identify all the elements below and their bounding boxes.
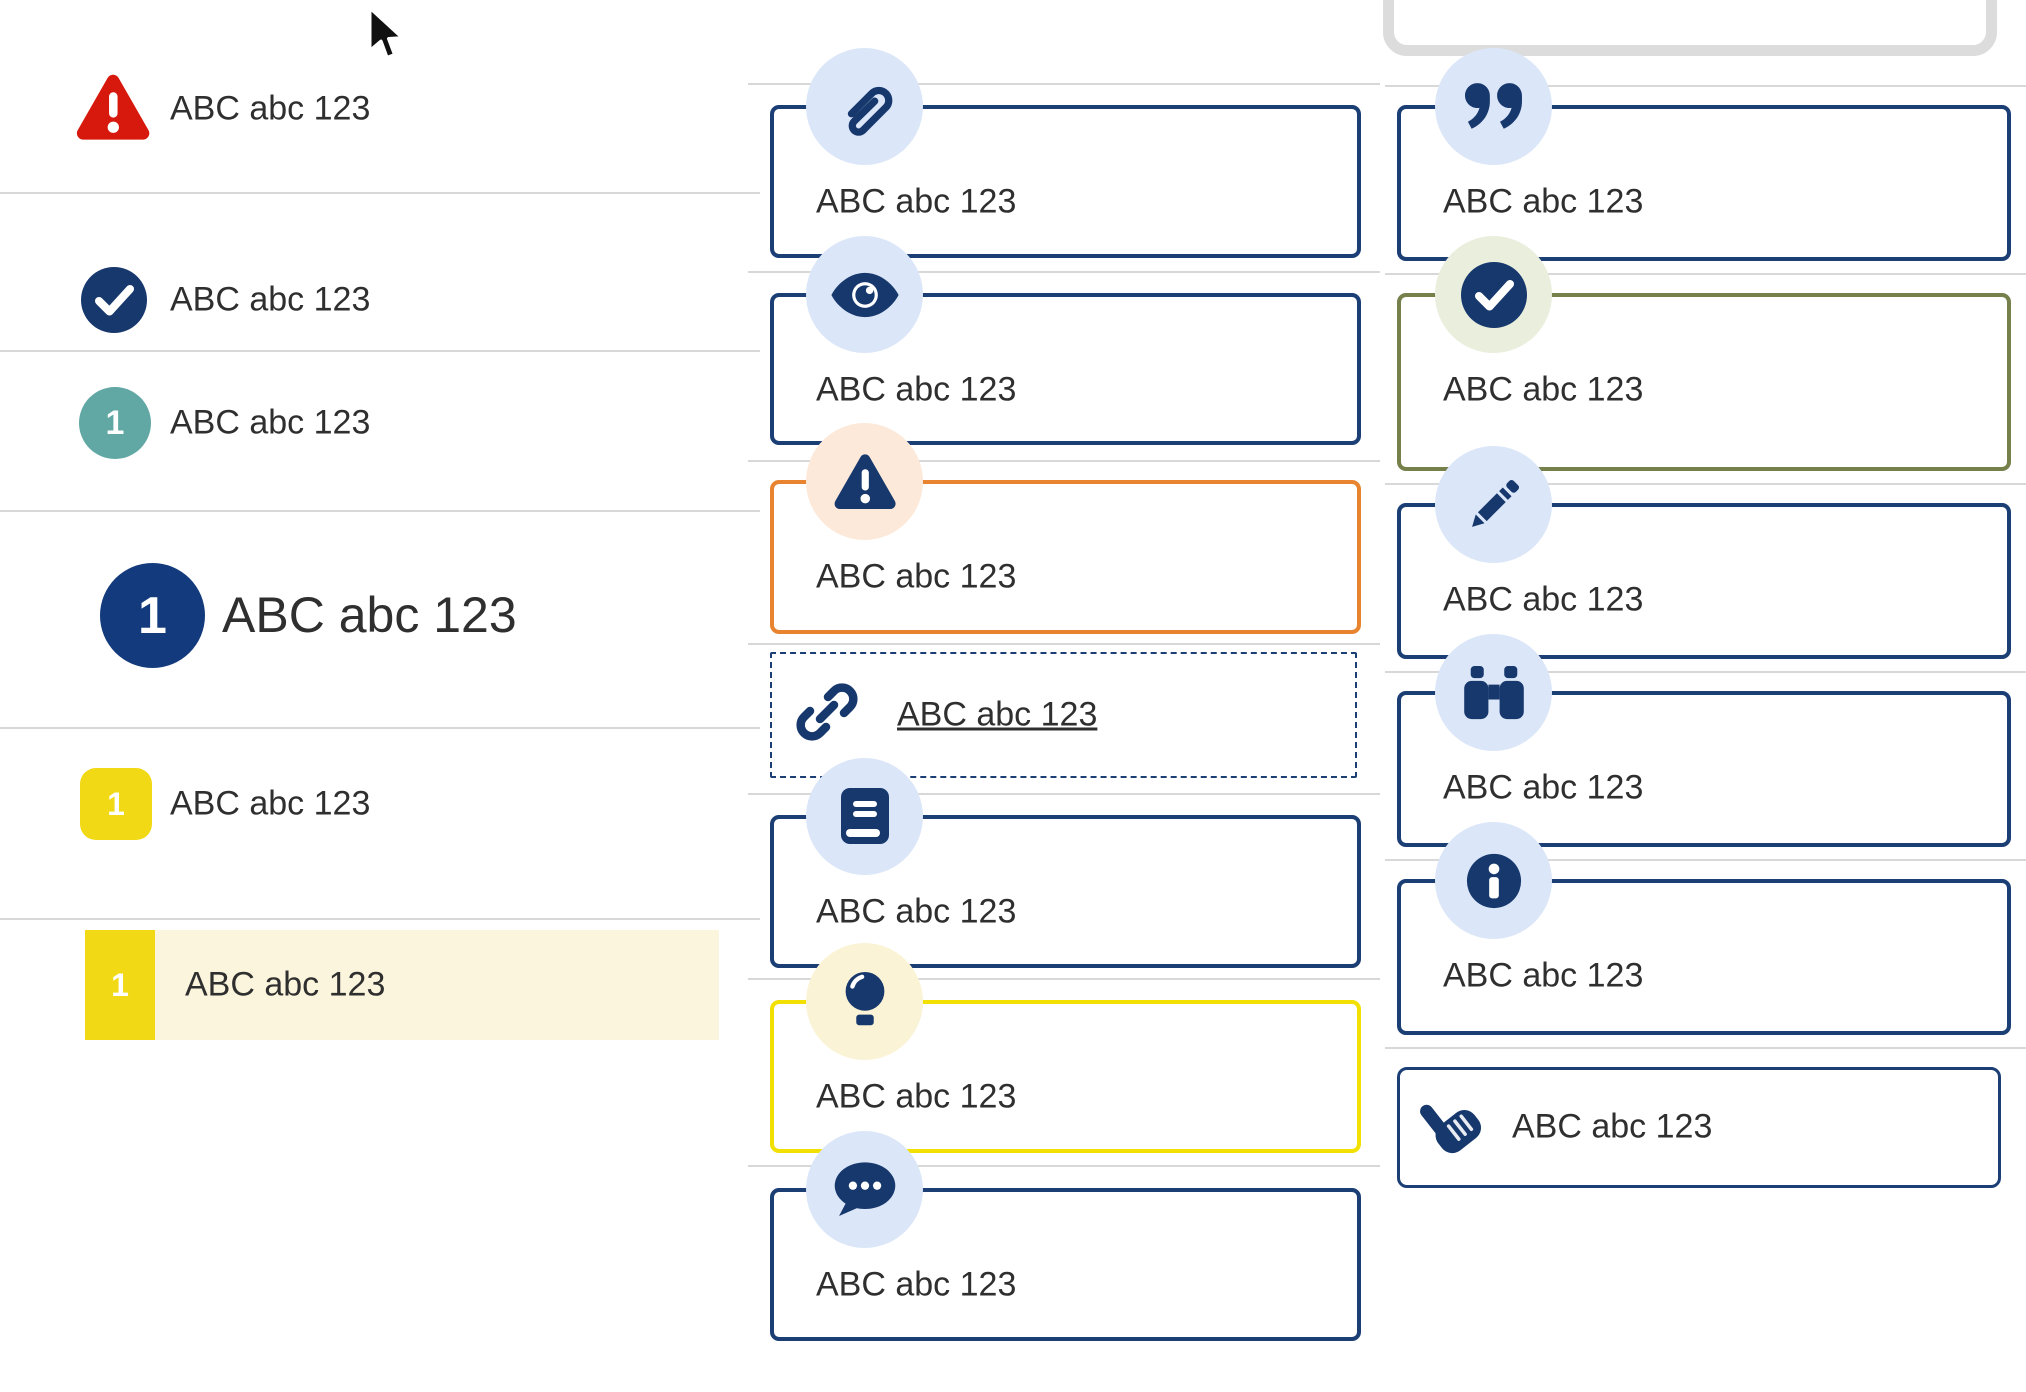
callout-label: ABC abc 123 bbox=[1443, 370, 1644, 409]
callout-tip: ABC abc 123 bbox=[770, 1000, 1361, 1153]
divider bbox=[0, 727, 760, 729]
highlighted-row bbox=[155, 930, 719, 1040]
book-icon bbox=[806, 758, 923, 875]
divider bbox=[1385, 273, 2026, 275]
callout-label: ABC abc 123 bbox=[1443, 956, 1644, 995]
cutoff-card bbox=[1383, 0, 1997, 56]
pencil-icon bbox=[1435, 446, 1552, 563]
divider bbox=[748, 793, 1380, 795]
list-item-label-large: ABC abc 123 bbox=[222, 587, 517, 643]
divider bbox=[1385, 483, 2026, 485]
paperclip-icon bbox=[806, 48, 923, 165]
divider bbox=[1385, 671, 2026, 673]
divider bbox=[748, 643, 1380, 645]
callout-label: ABC abc 123 bbox=[816, 1265, 1017, 1304]
divider bbox=[748, 271, 1380, 273]
alert-triangle-icon bbox=[806, 423, 923, 540]
divider bbox=[748, 1165, 1380, 1167]
callout-label: ABC abc 123 bbox=[1443, 768, 1644, 807]
quote-icon bbox=[1435, 48, 1552, 165]
list-item-label: ABC abc 123 bbox=[185, 965, 386, 1004]
callout-label: ABC abc 123 bbox=[816, 892, 1017, 931]
divider bbox=[0, 350, 760, 352]
chat-icon bbox=[806, 1131, 923, 1248]
number-badge-navy: 1 bbox=[100, 563, 205, 668]
hand-pointer-icon bbox=[1416, 1084, 1496, 1170]
list-item-label: ABC abc 123 bbox=[170, 280, 371, 319]
callout-label: ABC abc 123 bbox=[816, 1077, 1017, 1116]
divider bbox=[0, 192, 760, 194]
divider bbox=[0, 918, 760, 920]
warning-triangle-icon bbox=[74, 73, 152, 142]
callout-quote: ABC abc 123 bbox=[1397, 105, 2011, 261]
number-badge-yellow: 1 bbox=[80, 768, 152, 840]
callout-label: ABC abc 123 bbox=[1443, 580, 1644, 619]
check-circle-icon bbox=[81, 267, 147, 333]
list-item-label: ABC abc 123 bbox=[170, 784, 371, 823]
number-badge-teal: 1 bbox=[79, 387, 151, 459]
divider bbox=[0, 510, 760, 512]
callout-label: ABC abc 123 bbox=[1512, 1107, 1713, 1146]
divider bbox=[748, 978, 1380, 980]
list-item-label: ABC abc 123 bbox=[170, 403, 371, 442]
callout-pointer: ABC abc 123 bbox=[1397, 1067, 2001, 1188]
list-item-label: ABC abc 123 bbox=[170, 89, 371, 128]
callout-link-text[interactable]: ABC abc 123 bbox=[897, 695, 1098, 734]
number-badge-yellow-block: 1 bbox=[85, 930, 155, 1040]
divider bbox=[748, 83, 1380, 85]
eye-icon bbox=[806, 236, 923, 353]
divider bbox=[1385, 85, 2026, 87]
binoculars-icon bbox=[1435, 634, 1552, 751]
mouse-cursor-icon bbox=[366, 6, 408, 68]
lightbulb-icon bbox=[806, 943, 923, 1060]
callout-label: ABC abc 123 bbox=[816, 370, 1017, 409]
check-circle-icon bbox=[1435, 236, 1552, 353]
divider bbox=[1385, 1047, 2026, 1049]
callout-label: ABC abc 123 bbox=[816, 557, 1017, 596]
divider bbox=[1385, 859, 2026, 861]
divider bbox=[748, 460, 1380, 462]
callout-link: ABC abc 123 bbox=[770, 652, 1357, 778]
callout-label: ABC abc 123 bbox=[1443, 182, 1644, 221]
link-icon bbox=[795, 680, 859, 744]
callout-label: ABC abc 123 bbox=[816, 182, 1017, 221]
info-icon bbox=[1435, 822, 1552, 939]
